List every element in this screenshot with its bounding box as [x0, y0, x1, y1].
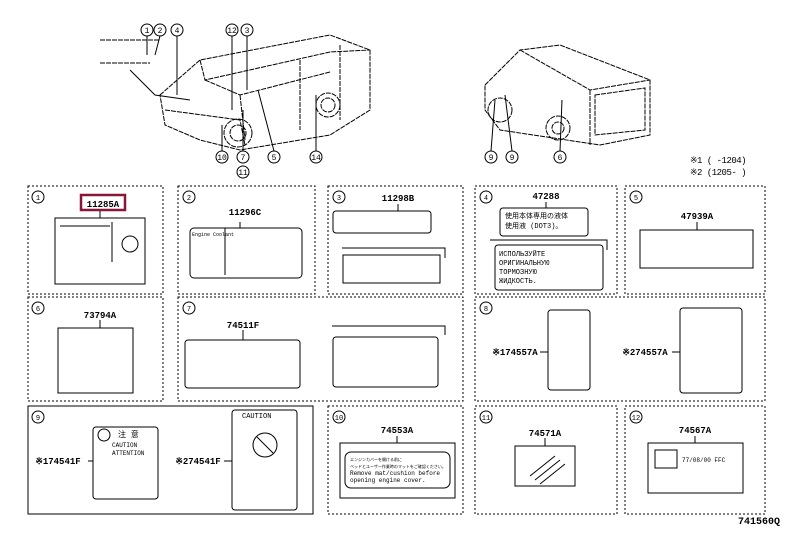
part-code[interactable]: 47288: [532, 192, 559, 202]
note-1: ※1 ( -1204): [690, 156, 747, 166]
part-code[interactable]: ※274557A: [622, 348, 668, 358]
label-drawings: [54, 202, 754, 511]
panel-7: 7 74511F: [182, 301, 259, 331]
callout-9: 9: [505, 150, 519, 164]
callout-5: 5: [267, 150, 281, 164]
callout-9: 9: [484, 150, 498, 164]
panel-number: 8: [484, 306, 488, 314]
diagram-code: 741560Q: [738, 517, 781, 528]
panel-12: 12 74567A: [629, 410, 712, 436]
part-code[interactable]: ※174541F: [35, 457, 80, 467]
callout-7: 7: [236, 150, 250, 164]
svg-text:3: 3: [245, 27, 250, 36]
callout-4: 4: [170, 23, 184, 37]
part-code[interactable]: 74511F: [227, 321, 259, 331]
callout-6: 6: [553, 150, 567, 164]
label-text: ОРИГИНАЛЬНУЮ: [499, 260, 550, 268]
panel-number: 7: [187, 306, 191, 314]
panel-number: 2: [187, 195, 191, 203]
part-code[interactable]: ※174557A: [492, 348, 538, 358]
panel-number: 12: [632, 415, 640, 423]
svg-text:10: 10: [217, 154, 227, 163]
label-text: ATTENTION: [112, 450, 145, 457]
svg-text:12: 12: [227, 27, 237, 36]
panel-6: 6 73794A: [31, 301, 117, 321]
callout-12: 12: [225, 23, 239, 37]
label-text: 使用液 (DOT3)。: [505, 221, 562, 231]
label-text: 使用本体専用の液体: [505, 211, 568, 221]
panel-frames: [27, 185, 766, 515]
label-text: ベッドとユーザー作業時のマットをご確認ください。: [350, 463, 446, 470]
panel-number: 1: [36, 195, 40, 203]
part-code[interactable]: 47939A: [681, 212, 714, 222]
label-text: CAUTION: [112, 442, 138, 449]
label-text: ТОРМОЗНУЮ: [499, 269, 538, 277]
label-text: 注 意: [118, 429, 139, 440]
label-text: 77/08/00 FFC: [682, 457, 726, 464]
panel-number: 9: [36, 415, 40, 423]
svg-text:11: 11: [238, 169, 248, 178]
svg-text:2: 2: [158, 27, 163, 36]
panel-3: 3 11298B: [332, 190, 415, 204]
label-text: エンジンカバーを開ける前に: [350, 456, 402, 463]
part-code[interactable]: 73794A: [84, 311, 117, 321]
highlight-box: [79, 193, 127, 212]
panel-9: 9 ※174541F ※274541F: [31, 410, 221, 467]
panel-9-frame: [27, 405, 314, 515]
label-text: opening engine cover.: [350, 477, 426, 484]
part-code[interactable]: 74567A: [679, 426, 712, 436]
svg-text:4: 4: [175, 27, 180, 36]
panel-8: 8 ※174557A ※274557A: [479, 301, 668, 358]
part-code[interactable]: 11296C: [229, 208, 262, 218]
callout-1: 1: [140, 23, 154, 37]
panel-number: 5: [634, 195, 638, 203]
part-code[interactable]: 11285A: [87, 200, 120, 210]
svg-text:14: 14: [311, 154, 321, 163]
part-code[interactable]: ※274541F: [175, 457, 220, 467]
part-code[interactable]: 74571A: [529, 429, 562, 439]
panel-number: 10: [335, 415, 343, 423]
rear-van-illustration: [484, 44, 651, 146]
front-van-illustration: [100, 34, 371, 151]
svg-text:1: 1: [145, 27, 150, 36]
panel-number: 6: [36, 306, 40, 314]
label-text: CAUTION: [242, 413, 271, 421]
callout-3: 3: [240, 23, 254, 37]
svg-text:7: 7: [241, 154, 246, 163]
part-code[interactable]: 11298B: [382, 194, 415, 204]
part-code[interactable]: 74553A: [381, 426, 414, 436]
panel-number: 4: [484, 195, 488, 203]
svg-text:5: 5: [272, 154, 277, 163]
callout-10: 10: [215, 150, 229, 164]
label-text: ЖИДКОСТЬ.: [499, 278, 537, 286]
callout-leaders: [146, 35, 563, 152]
panel-1: 1 11285A: [31, 190, 120, 210]
label-text: Remove mat/cushion before: [350, 470, 440, 477]
panel-number: 11: [482, 415, 490, 423]
label-text: ИСПОЛЬЗУЙТЕ: [499, 249, 545, 259]
label-text: Engine Coolant: [192, 232, 234, 238]
callout-2: 2: [153, 23, 167, 37]
callout-14: 14: [309, 150, 323, 164]
svg-text:9: 9: [489, 154, 494, 163]
panel-number: 3: [337, 195, 341, 203]
note-2: ※2 (1205- ): [690, 168, 747, 178]
panel-4: 4 47288: [479, 190, 560, 204]
panel-10: 10 74553A: [332, 410, 414, 436]
svg-text:6: 6: [558, 154, 563, 163]
panel-2: 2 11296C: [182, 190, 262, 218]
panel-5: 5 47939A: [629, 190, 714, 222]
callout-11: 11: [236, 165, 250, 179]
svg-text:9: 9: [510, 154, 515, 163]
panel-11: 11 74571A: [479, 410, 562, 439]
